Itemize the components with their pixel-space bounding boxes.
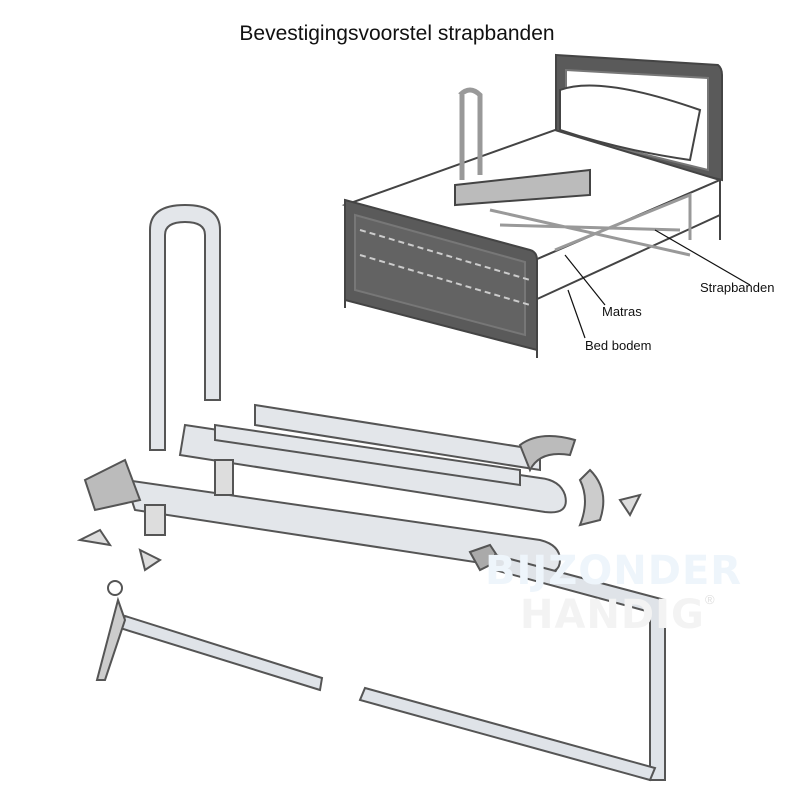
label-strapbanden: Strapbanden: [700, 280, 775, 295]
diagram-title: Bevestigingsvoorstel strapbanden: [239, 22, 555, 45]
label-bed-bodem: Bed bodem: [585, 338, 652, 353]
watermark-mark: ®: [705, 592, 715, 607]
watermark-line1: BIJZONDER: [485, 548, 743, 594]
bed-illustration: [341, 53, 723, 358]
bed-rail-illustration: [76, 203, 666, 782]
watermark-line2: HANDIG: [520, 592, 705, 638]
label-matras: Matras: [602, 304, 642, 319]
